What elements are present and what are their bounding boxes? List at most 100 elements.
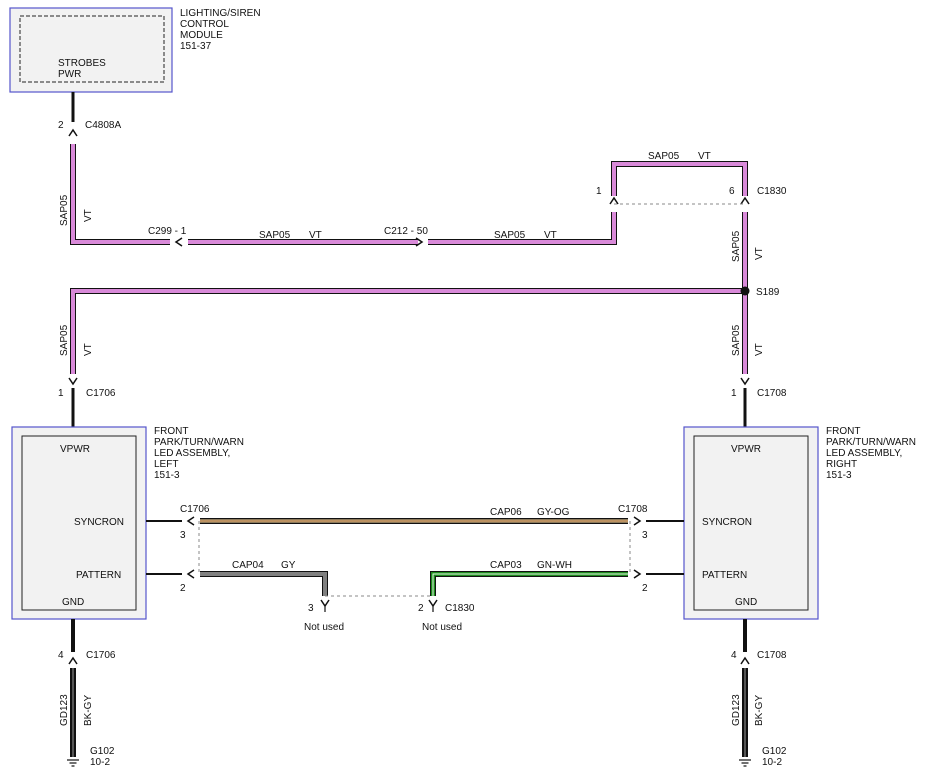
lighting-siren-inner-box — [19, 15, 165, 83]
connector-c1708-label: C1708 — [757, 388, 787, 399]
connector-dashed-links — [198, 521, 631, 597]
connector-c1830-label: C1830 — [445, 603, 475, 614]
connector-pin-number: 3 — [642, 530, 648, 541]
wire-color-label-vertical: VT — [83, 343, 94, 356]
ground-connector-markers — [68, 656, 750, 665]
wire-circuit-label: CAP06 — [490, 507, 522, 518]
connector-c1708-ground-icon — [740, 656, 750, 665]
wire-sap05 — [71, 144, 170, 244]
wire-sap05-outline — [70, 288, 745, 374]
mid-connector-markers — [186, 516, 642, 608]
wire-sap05 — [428, 212, 616, 244]
module-title-line: LED ASSEMBLY, — [826, 448, 902, 459]
wire-cap03 — [431, 572, 628, 596]
module-title-line: LEFT — [154, 459, 178, 470]
connector-c4808a-icon — [68, 128, 78, 137]
connector-c1706-label: C1706 — [86, 388, 116, 399]
wire-sap05 — [71, 289, 745, 374]
cap03-wire-group — [430, 571, 684, 596]
connector-pin-number: 2 — [58, 120, 64, 131]
wire-circuit-label-vertical: SAP05 — [59, 194, 70, 226]
led-left-outer-box — [11, 426, 147, 620]
wire-color-label: VT — [309, 230, 322, 241]
wire-color-label-vertical: BK-GY — [83, 695, 94, 726]
module-pin-label: STROBES — [58, 58, 106, 69]
ground-name-label: G102 — [90, 746, 115, 757]
pin-label-pattern: PATTERN — [702, 570, 747, 581]
connector-c1708-label: C1708 — [757, 650, 787, 661]
module-title-line: LIGHTING/SIREN — [180, 8, 261, 19]
connector-pin-number: 2 — [418, 603, 424, 614]
splice-s189-icon — [740, 286, 750, 296]
wire-color-label-vertical: BK-GY — [754, 695, 765, 726]
wire-sap05 — [612, 162, 747, 196]
wire-circuit-label: CAP04 — [232, 560, 264, 571]
pin-label-gnd: GND — [62, 597, 84, 608]
wire-color-label: VT — [698, 151, 711, 162]
wire-circuit-label-vertical: SAP05 — [59, 324, 70, 356]
wire-circuit-label: SAP05 — [259, 230, 291, 241]
sap05-wire-group — [70, 92, 748, 428]
connector-c1708-label: C1708 — [618, 504, 648, 515]
ground-ref-label: 10-2 — [762, 757, 782, 768]
connector-pin-number: 1 — [58, 388, 64, 399]
ground-name-label: G102 — [762, 746, 787, 757]
led-right-outer-box — [683, 426, 819, 620]
connector-pin-number: 1 — [596, 186, 602, 197]
module-pin-label: PWR — [58, 69, 81, 80]
connector-pin-number: 6 — [729, 186, 735, 197]
led-left-inner-box — [21, 435, 137, 611]
connector-c1708-syncron-icon — [633, 516, 642, 526]
wire-color-label: GY-OG — [537, 507, 570, 518]
cap04-wire-group — [146, 571, 328, 596]
pin-label-vpwr: VPWR — [60, 444, 90, 455]
connector-c1830-pin2-icon — [428, 599, 438, 608]
wire-color-label-vertical: VT — [754, 343, 765, 356]
wire-color-label-vertical: VT — [754, 247, 765, 260]
connector-c1706-label: C1706 — [180, 504, 210, 515]
wire-circuit-label-vertical: GD123 — [731, 694, 742, 726]
ground-symbol-right-icon — [739, 759, 751, 767]
led-assembly-left[interactable]: VPWR SYNCRON PATTERN GND — [11, 426, 147, 620]
connector-pin-number: 4 — [58, 650, 64, 661]
module-title-line: PARK/TURN/WARN — [154, 437, 244, 448]
connector-c1706-label: C1706 — [86, 650, 116, 661]
connector-c4808a-label: C4808A — [85, 120, 121, 131]
ground-ref-label: 10-2 — [90, 757, 110, 768]
connector-c1830-pin1-icon — [609, 196, 619, 205]
connector-c299-icon — [174, 237, 183, 247]
connector-c1706-ground-icon — [68, 656, 78, 665]
module-title-line: 151-3 — [154, 470, 180, 481]
wire-cap04-outline — [200, 571, 328, 596]
connector-c1708-pattern-icon — [633, 569, 642, 579]
wire-color-label: GY — [281, 560, 296, 571]
connector-pin-number: 3 — [180, 530, 186, 541]
connector-pin-number: 1 — [731, 388, 737, 399]
wire-color-label: VT — [544, 230, 557, 241]
pin-label-pattern: PATTERN — [76, 570, 121, 581]
splice-s189-label: S189 — [756, 287, 780, 298]
connector-c299-label: C299 - 1 — [148, 226, 187, 237]
module-title-line: CONTROL — [180, 19, 229, 30]
module-title-line: LED ASSEMBLY, — [154, 448, 230, 459]
module-title-line: RIGHT — [826, 459, 857, 470]
connector-c1830-pin3-icon — [320, 599, 330, 608]
pin-label-gnd: GND — [735, 597, 757, 608]
ground-symbol-left-icon — [67, 759, 79, 767]
lighting-siren-module-box — [9, 7, 173, 93]
pin-label-vpwr: VPWR — [731, 444, 761, 455]
wire-color-label-vertical: VT — [83, 209, 94, 222]
wire-cap03-tracer — [432, 573, 628, 596]
connector-c1830-label: C1830 — [757, 186, 787, 197]
led-assembly-right[interactable]: VPWR SYNCRON PATTERN GND — [683, 426, 819, 620]
connector-pin-number: 2 — [642, 583, 648, 594]
module-title-line: FRONT — [826, 426, 860, 437]
module-title-line: MODULE — [180, 30, 223, 41]
connector-markers — [68, 128, 750, 386]
module-title-line: PARK/TURN/WARN — [826, 437, 916, 448]
wire-cap04 — [200, 572, 327, 596]
lighting-siren-module[interactable]: STROBES PWR — [9, 7, 173, 93]
module-title-line: 151-3 — [826, 470, 852, 481]
wire-cap03-outline — [430, 571, 628, 596]
